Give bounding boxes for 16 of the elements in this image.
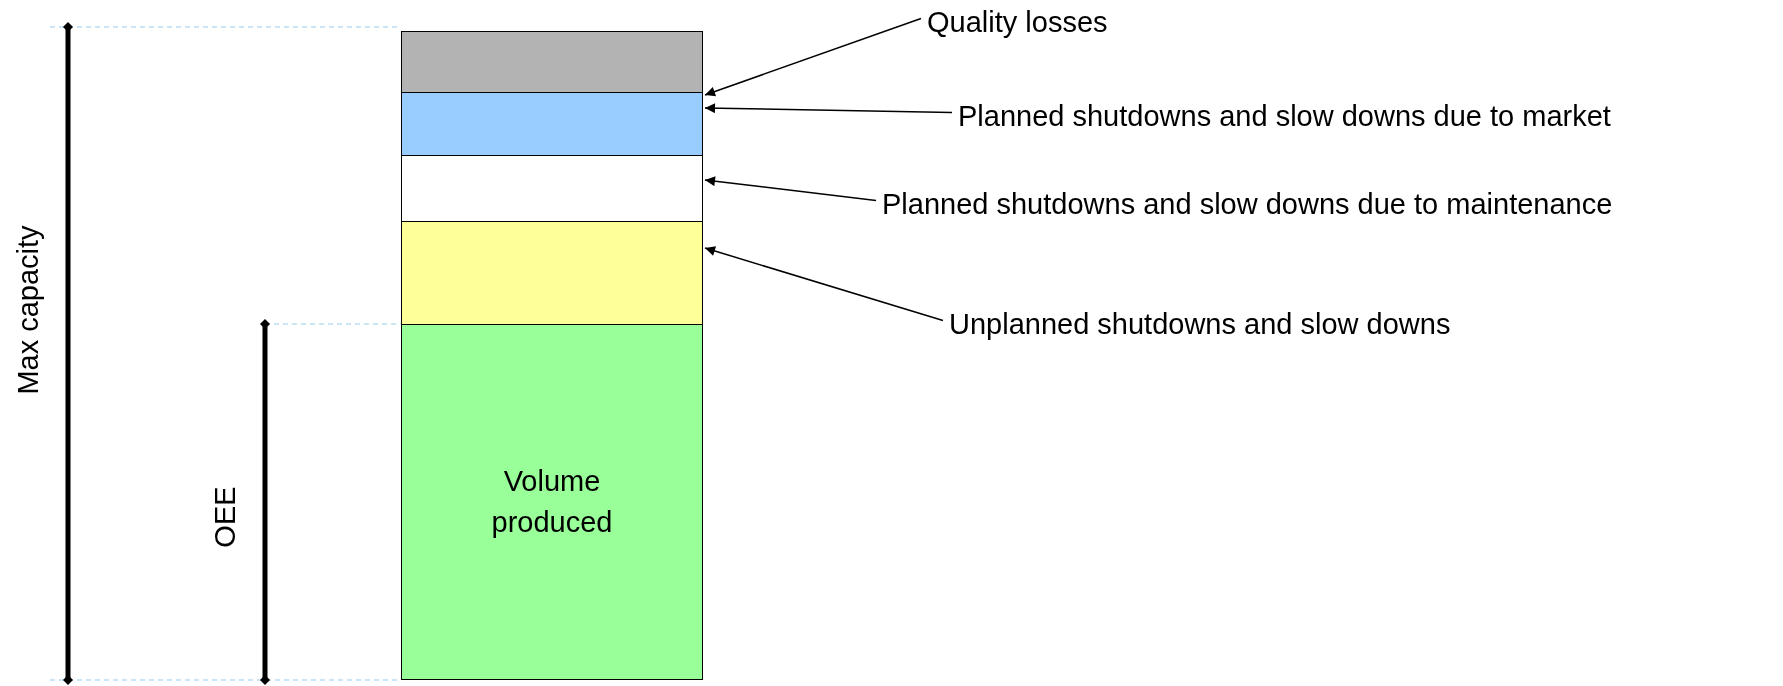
callout-text: Planned shutdowns and slow downs due to maintenance [882, 190, 1613, 219]
dimension-label: OEE [210, 486, 240, 548]
segment-label: Volume produced [490, 464, 614, 540]
bar-segment [401, 31, 703, 93]
callout-text: Quality losses [927, 8, 1108, 37]
bar-segment [401, 324, 703, 680]
callout-text: Unplanned shutdowns and slow downs [949, 310, 1451, 339]
leader-line [704, 246, 944, 322]
bar-segment [401, 155, 703, 222]
callout-text: Planned shutdowns and slow downs due to market [958, 102, 1611, 131]
leader-line [704, 176, 877, 202]
leader-line [704, 17, 922, 97]
bar-segment [401, 92, 703, 156]
bar-segment [401, 221, 703, 325]
leader-line [704, 103, 953, 114]
dimension-label: Max capacity [13, 225, 43, 395]
